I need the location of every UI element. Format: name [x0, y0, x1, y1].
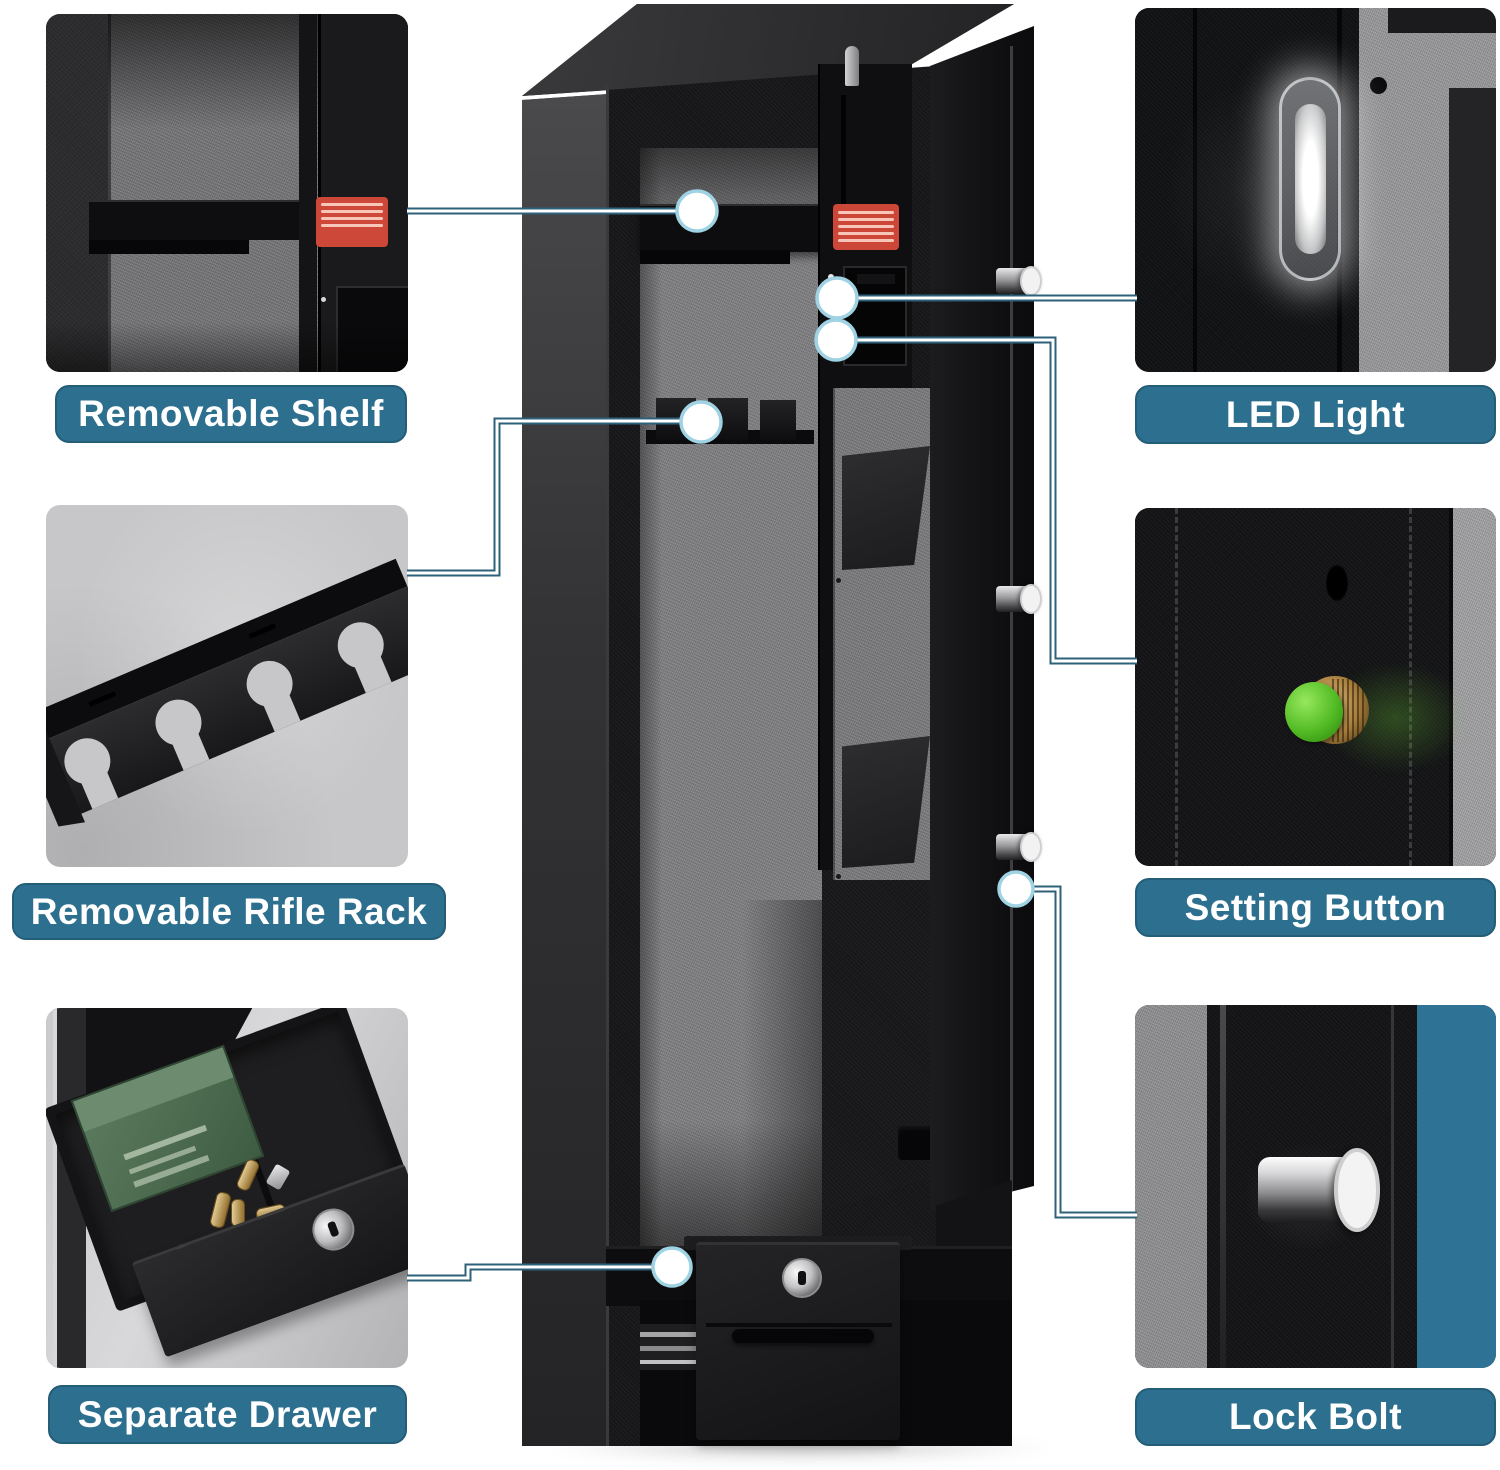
door-lock-bolt: [996, 266, 1042, 296]
feature-label-led-light: LED Light: [1135, 385, 1496, 444]
inset-separate-drawer: [46, 1008, 408, 1368]
lockbolt-edge-line: [1391, 1005, 1395, 1368]
keypad-slot: [857, 274, 895, 284]
led-dark-panel-top: [1387, 8, 1496, 34]
rifle-rack-block: [656, 398, 696, 440]
rack-dash-mark: [88, 691, 116, 708]
bolt-cap: [1020, 266, 1042, 296]
drawer-handle-bar: [732, 1329, 874, 1343]
drawer-handle-groove: [706, 1323, 892, 1327]
led-dark-panel-edge: [1449, 88, 1496, 372]
rifle-rack-block: [708, 398, 748, 440]
keyhole: [798, 1271, 806, 1285]
pouch-screw: [836, 874, 841, 879]
feature-label-setting-button: Setting Button: [1135, 878, 1496, 937]
lockbolt-edge-highlight: [1219, 1005, 1226, 1368]
safe-side-panel: [522, 94, 608, 1446]
feature-label-lock-bolt: Lock Bolt: [1135, 1388, 1496, 1446]
drawer-key-lock: [782, 1258, 822, 1298]
warning-label-text-line: [838, 225, 894, 228]
inset-drawer-key-lock: [306, 1202, 360, 1256]
setting-stitch-line: [1409, 508, 1413, 866]
inset-removable-shelf: [46, 14, 408, 372]
warning-label-text-line: [838, 218, 894, 221]
inset-setting-button: [1135, 508, 1496, 866]
interior-right-shadow: [742, 900, 822, 1246]
warning-label: [833, 204, 899, 250]
door-lock-bolt: [996, 832, 1042, 862]
warning-label-text-line: [320, 223, 384, 227]
inset-shelf-keypad-corner: [335, 286, 408, 372]
door-lock-bolt: [996, 584, 1042, 614]
warning-label-text-line: [320, 209, 384, 213]
setting-felt-strip: [1449, 508, 1496, 866]
feature-label-removable-shelf: Removable Shelf: [55, 385, 407, 443]
rifle-rack-block: [760, 400, 796, 440]
warning-label-text-line: [320, 216, 384, 220]
warning-label-text-line: [838, 239, 894, 242]
interior-shelf-slot: [640, 250, 790, 264]
warning-label-text-line: [838, 211, 894, 214]
interior-left-shadow: [640, 148, 662, 1246]
inset-shelf-bottom-shadow: [46, 321, 408, 372]
led-light-capsule: [1279, 77, 1341, 281]
interior-bottom-shadow: [640, 1120, 822, 1246]
hinge-slit: [841, 95, 846, 240]
inset-shelf-led-dot: [321, 296, 327, 302]
interior-felt-wall: [640, 148, 822, 1246]
led-door-seam: [1192, 8, 1197, 372]
inset-shelf-slot: [89, 239, 249, 254]
pouch-screw: [836, 578, 841, 583]
keyhole: [326, 1220, 340, 1237]
inset-shelf-warning-label: [315, 196, 389, 247]
inset-lock-bolt: [1135, 1005, 1496, 1368]
lockbolt-cap: [1333, 1148, 1381, 1232]
inset-shelf-board: [89, 200, 318, 240]
warning-label-text-line: [838, 232, 894, 235]
rack-dash-mark: [247, 623, 276, 640]
inset-shelf-left-pillar: [46, 14, 111, 372]
bolt-cap: [1020, 832, 1042, 862]
door-pouch: [842, 736, 930, 868]
bolt-cap: [1020, 584, 1042, 614]
led-mount-hole: [1369, 77, 1387, 95]
feature-label-removable-rifle-rack: Removable Rifle Rack: [12, 883, 446, 940]
power-led-dot: [828, 274, 834, 280]
setting-stitch-line: [1174, 508, 1178, 866]
hinge-pin: [845, 46, 859, 86]
drawer-slide-rail: [640, 1360, 700, 1364]
setting-mount-hole: [1326, 565, 1349, 602]
inset-shelf-door-gap: [299, 14, 318, 372]
warning-label-text-line: [320, 202, 384, 206]
setting-button-green-cap: [1284, 681, 1343, 742]
led-light-core: [1294, 103, 1326, 255]
drawer-slide-rail: [640, 1332, 700, 1337]
inset-rifle-rack: [46, 505, 408, 867]
drawer-slide-rail: [640, 1346, 700, 1351]
door-edge-slab: [930, 26, 1034, 1212]
keypad-panel: [843, 266, 907, 366]
lockbolt-blue-panel: [1416, 1005, 1496, 1368]
lockbolt-felt-strip: [1135, 1005, 1208, 1368]
inset-led-light: [1135, 8, 1496, 372]
door-edge-highlight: [1010, 46, 1013, 1196]
feature-label-separate-drawer: Separate Drawer: [48, 1385, 407, 1444]
front-edge-highlight: [606, 86, 609, 1446]
